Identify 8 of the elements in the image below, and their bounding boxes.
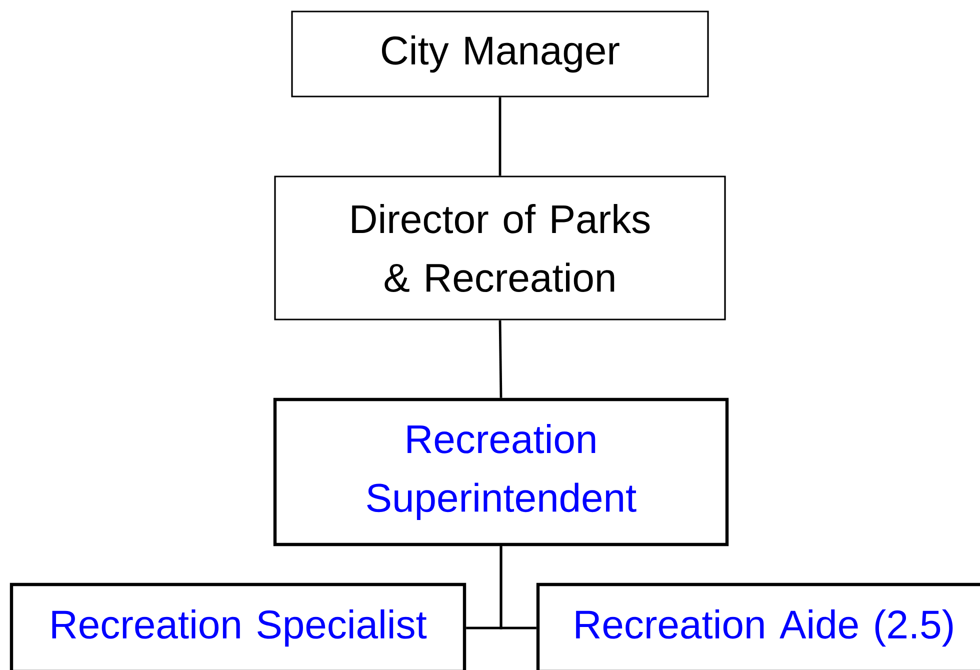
position-box: Recreation Superintendent [273, 398, 729, 546]
connector-line [500, 546, 536, 630]
position-box: Recreation Specialist [10, 582, 466, 670]
position-box: City Manager [291, 10, 709, 98]
connector-line [498, 97, 502, 176]
position-box: Recreation Aide (2.5) [536, 582, 980, 670]
connector-line [498, 320, 502, 398]
position-box: Director of Parks & Recreation [274, 176, 726, 320]
